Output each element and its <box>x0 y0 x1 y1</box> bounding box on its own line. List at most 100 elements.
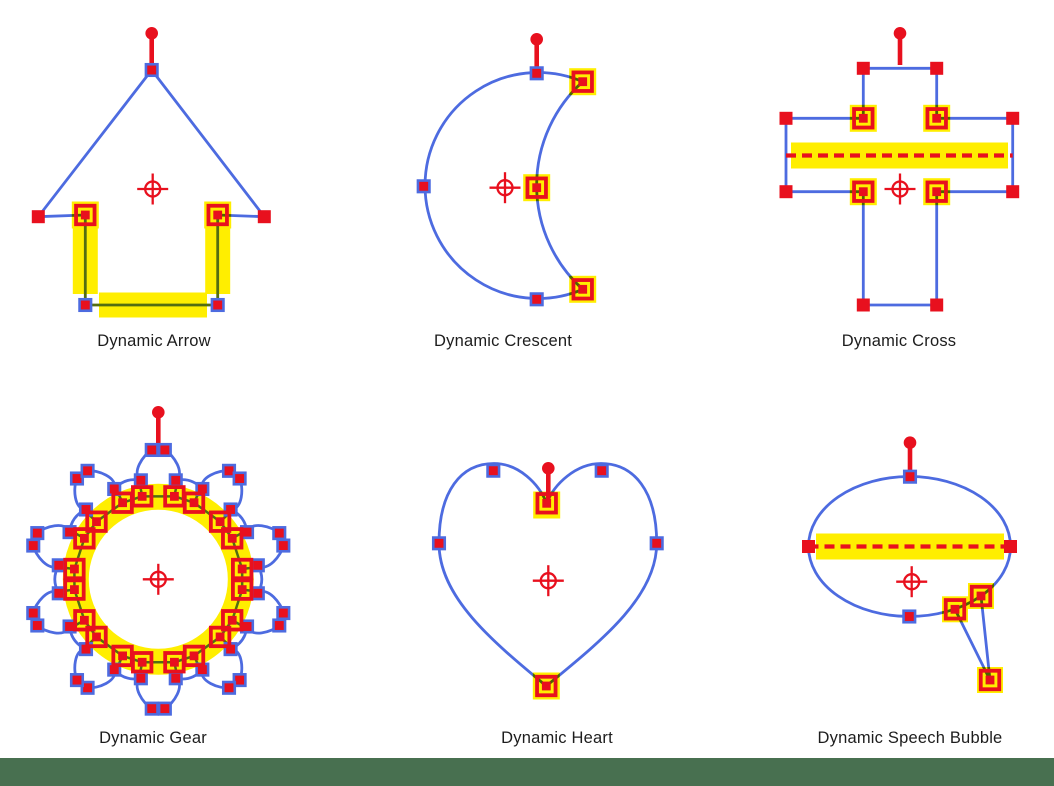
selected-control-handle[interactable] <box>852 107 875 130</box>
control-handle[interactable] <box>144 62 159 78</box>
selected-control-handle[interactable] <box>221 527 244 550</box>
selected-control-handle-center[interactable] <box>542 498 552 508</box>
control-handle[interactable] <box>30 618 45 633</box>
control-handle[interactable] <box>69 673 85 688</box>
control-handle[interactable] <box>856 298 870 312</box>
selected-control-handle-center[interactable] <box>858 113 868 123</box>
control-handle[interactable] <box>144 701 159 716</box>
selected-control-handle-center[interactable] <box>170 491 179 501</box>
selected-control-handle[interactable] <box>206 203 229 227</box>
selected-control-handle[interactable] <box>535 674 558 698</box>
control-handle[interactable] <box>168 473 183 488</box>
selected-control-handle[interactable] <box>63 578 86 601</box>
control-handle[interactable] <box>649 536 664 551</box>
control-handle[interactable] <box>802 540 815 553</box>
selected-control-handle-center[interactable] <box>213 210 223 220</box>
control-handle[interactable] <box>486 463 501 478</box>
selected-control-handle-center[interactable] <box>118 498 127 508</box>
control-handle[interactable] <box>779 111 793 125</box>
selected-control-handle-center[interactable] <box>532 183 542 193</box>
control-handle[interactable] <box>157 442 172 458</box>
control-handle[interactable] <box>257 210 271 224</box>
selected-control-handle-center[interactable] <box>932 187 942 197</box>
shape-outline[interactable] <box>83 215 220 307</box>
selected-control-handle-center[interactable] <box>215 632 225 642</box>
control-handle[interactable] <box>272 618 287 633</box>
shape-outline[interactable] <box>36 68 266 219</box>
selected-control-handle-center[interactable] <box>80 210 90 220</box>
control-handle[interactable] <box>51 586 66 601</box>
control-handle[interactable] <box>529 66 544 81</box>
control-handle[interactable] <box>133 473 148 488</box>
selected-control-handle-center[interactable] <box>578 77 588 87</box>
selected-control-handle[interactable] <box>925 180 948 203</box>
selected-control-handle[interactable] <box>73 527 96 550</box>
control-handle[interactable] <box>930 298 944 312</box>
selected-control-handle[interactable] <box>525 176 548 199</box>
control-handle[interactable] <box>157 701 172 716</box>
pin-head[interactable] <box>530 33 543 46</box>
selected-control-handle-center[interactable] <box>985 675 995 685</box>
selected-control-handle-center[interactable] <box>189 498 199 508</box>
dynamic-crescent-canvas[interactable] <box>416 33 597 307</box>
selected-control-handle-center[interactable] <box>79 615 89 625</box>
selected-control-handle[interactable] <box>111 644 134 668</box>
selected-control-handle-center[interactable] <box>92 517 101 527</box>
control-handle[interactable] <box>168 671 183 686</box>
control-handle[interactable] <box>1004 540 1017 553</box>
control-handle[interactable] <box>276 605 291 621</box>
selected-control-handle-center[interactable] <box>237 585 247 594</box>
selected-control-handle-center[interactable] <box>237 564 247 574</box>
selected-control-handle[interactable] <box>208 510 232 533</box>
selected-control-handle-center[interactable] <box>541 681 551 691</box>
control-handle[interactable] <box>902 469 918 484</box>
control-handle[interactable] <box>276 538 291 553</box>
control-handle[interactable] <box>26 605 41 621</box>
control-handle[interactable] <box>272 526 287 541</box>
control-handle[interactable] <box>210 297 225 313</box>
dynamic-heart-canvas[interactable] <box>431 462 664 700</box>
selected-control-handle-center[interactable] <box>189 651 199 661</box>
control-handle[interactable] <box>78 297 93 313</box>
selected-control-handle-center[interactable] <box>858 187 868 197</box>
control-handle[interactable] <box>30 526 45 541</box>
selected-control-handle[interactable] <box>978 668 1002 692</box>
selected-control-handle-center[interactable] <box>170 657 179 667</box>
selected-control-handle-center[interactable] <box>227 533 237 543</box>
selected-control-handle[interactable] <box>85 625 108 649</box>
control-handle[interactable] <box>856 61 870 75</box>
selected-control-handle[interactable] <box>943 598 967 621</box>
control-handle[interactable] <box>1006 185 1020 199</box>
selected-control-handle[interactable] <box>74 203 97 227</box>
selected-control-handle[interactable] <box>535 492 558 515</box>
dynamic-arrow-canvas[interactable] <box>31 27 271 318</box>
selected-control-handle-center[interactable] <box>137 491 147 501</box>
selected-control-handle[interactable] <box>85 510 108 533</box>
control-handle[interactable] <box>80 463 95 478</box>
selected-control-handle-center[interactable] <box>932 113 942 123</box>
control-handle[interactable] <box>232 673 247 688</box>
selected-control-handle[interactable] <box>63 557 86 581</box>
dynamic-speech-bubble-canvas[interactable] <box>802 436 1017 693</box>
selected-control-handle-center[interactable] <box>92 632 101 642</box>
pin-head[interactable] <box>152 406 165 419</box>
selected-control-handle[interactable] <box>571 278 594 301</box>
control-handle[interactable] <box>250 558 265 573</box>
selected-control-handle-center[interactable] <box>70 585 79 594</box>
control-handle[interactable] <box>232 471 247 486</box>
control-handle[interactable] <box>416 179 431 194</box>
control-handle[interactable] <box>31 210 45 224</box>
pin-head[interactable] <box>145 27 158 40</box>
selected-control-handle[interactable] <box>852 180 875 203</box>
selected-control-handle-center[interactable] <box>578 284 588 294</box>
control-handle[interactable] <box>51 558 66 573</box>
selected-control-handle[interactable] <box>571 70 594 93</box>
control-handle[interactable] <box>779 185 793 199</box>
control-handle[interactable] <box>144 442 159 458</box>
selected-control-handle-center[interactable] <box>950 604 960 614</box>
control-handle[interactable] <box>930 61 944 75</box>
selected-control-handle[interactable] <box>231 557 254 581</box>
control-handle[interactable] <box>221 463 237 478</box>
selected-control-handle-center[interactable] <box>70 564 79 574</box>
control-handle[interactable] <box>250 586 265 601</box>
